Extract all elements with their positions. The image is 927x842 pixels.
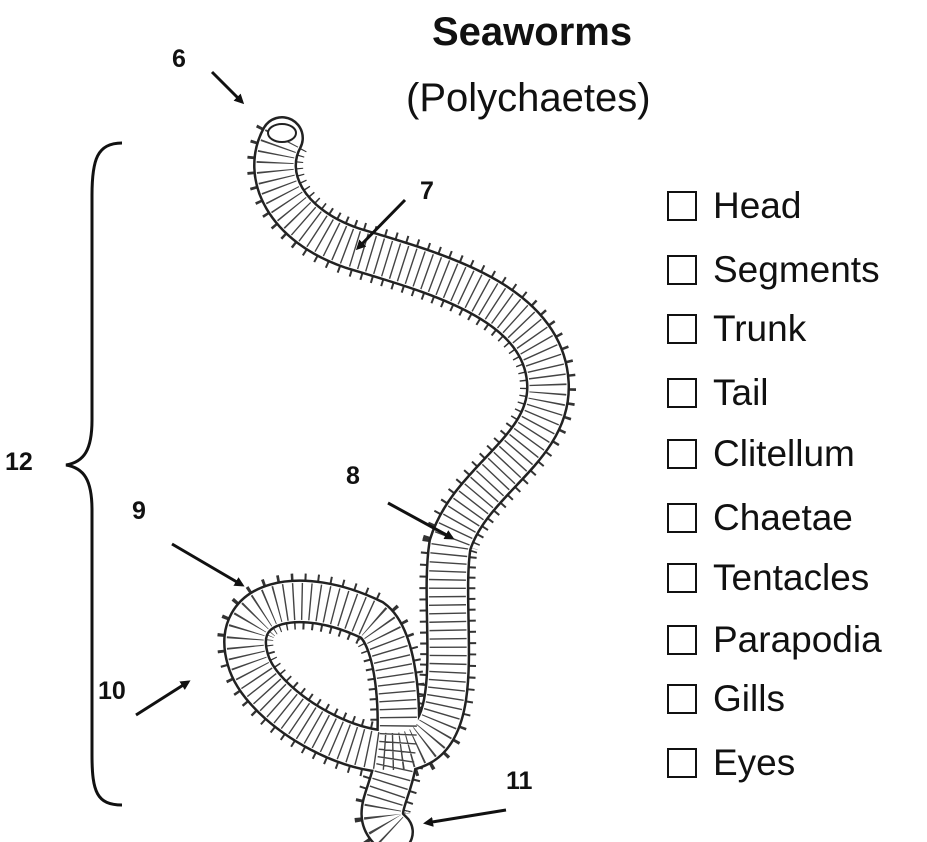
checklist-label: Chaetae [713, 497, 853, 539]
arrow-10 [136, 682, 188, 715]
checkbox[interactable] [667, 439, 697, 469]
checklist-label: Tentacles [713, 557, 869, 599]
checklist-item-tail[interactable]: Tail [667, 372, 769, 414]
checklist-item-trunk[interactable]: Trunk [667, 308, 806, 350]
checklist-item-segments[interactable]: Segments [667, 249, 880, 291]
worm-body [245, 124, 548, 832]
checkbox[interactable] [667, 255, 697, 285]
arrow-11 [426, 810, 506, 823]
checkbox[interactable] [667, 748, 697, 778]
checklist-item-parapodia[interactable]: Parapodia [667, 619, 882, 661]
checklist-item-chaetae[interactable]: Chaetae [667, 497, 853, 539]
checklist-label: Head [713, 185, 801, 227]
checklist-label: Parapodia [713, 619, 882, 661]
checkbox[interactable] [667, 684, 697, 714]
checklist-item-gills[interactable]: Gills [667, 678, 785, 720]
checkbox[interactable] [667, 625, 697, 655]
checklist-label: Trunk [713, 308, 806, 350]
worm-head [268, 124, 296, 142]
checkbox[interactable] [667, 314, 697, 344]
checkbox[interactable] [667, 378, 697, 408]
checklist-item-clitellum[interactable]: Clitellum [667, 433, 855, 475]
checkbox[interactable] [667, 563, 697, 593]
checkbox[interactable] [667, 503, 697, 533]
label-checklist: Head Segments Trunk Tail Clitellum Chaet… [667, 0, 927, 842]
checkbox[interactable] [667, 191, 697, 221]
callout-12: 12 [5, 448, 33, 477]
checklist-label: Gills [713, 678, 785, 720]
checklist-label: Clitellum [713, 433, 855, 475]
checklist-item-tentacles[interactable]: Tentacles [667, 557, 869, 599]
checklist-label: Tail [713, 372, 769, 414]
callout-8: 8 [346, 462, 360, 491]
callout-9: 9 [132, 497, 146, 526]
callout-7: 7 [420, 177, 434, 206]
callout-11: 11 [506, 767, 532, 796]
checklist-item-eyes[interactable]: Eyes [667, 742, 795, 784]
checklist-label: Eyes [713, 742, 795, 784]
callout-6: 6 [172, 45, 186, 74]
arrow-9 [172, 544, 242, 585]
checklist-item-head[interactable]: Head [667, 185, 801, 227]
checklist-label: Segments [713, 249, 880, 291]
page-title: Seaworms [432, 10, 632, 55]
page-subtitle: (Polychaetes) [406, 76, 651, 121]
callout-10: 10 [98, 677, 126, 706]
arrow-6 [212, 72, 242, 102]
worm-fill [245, 138, 548, 832]
